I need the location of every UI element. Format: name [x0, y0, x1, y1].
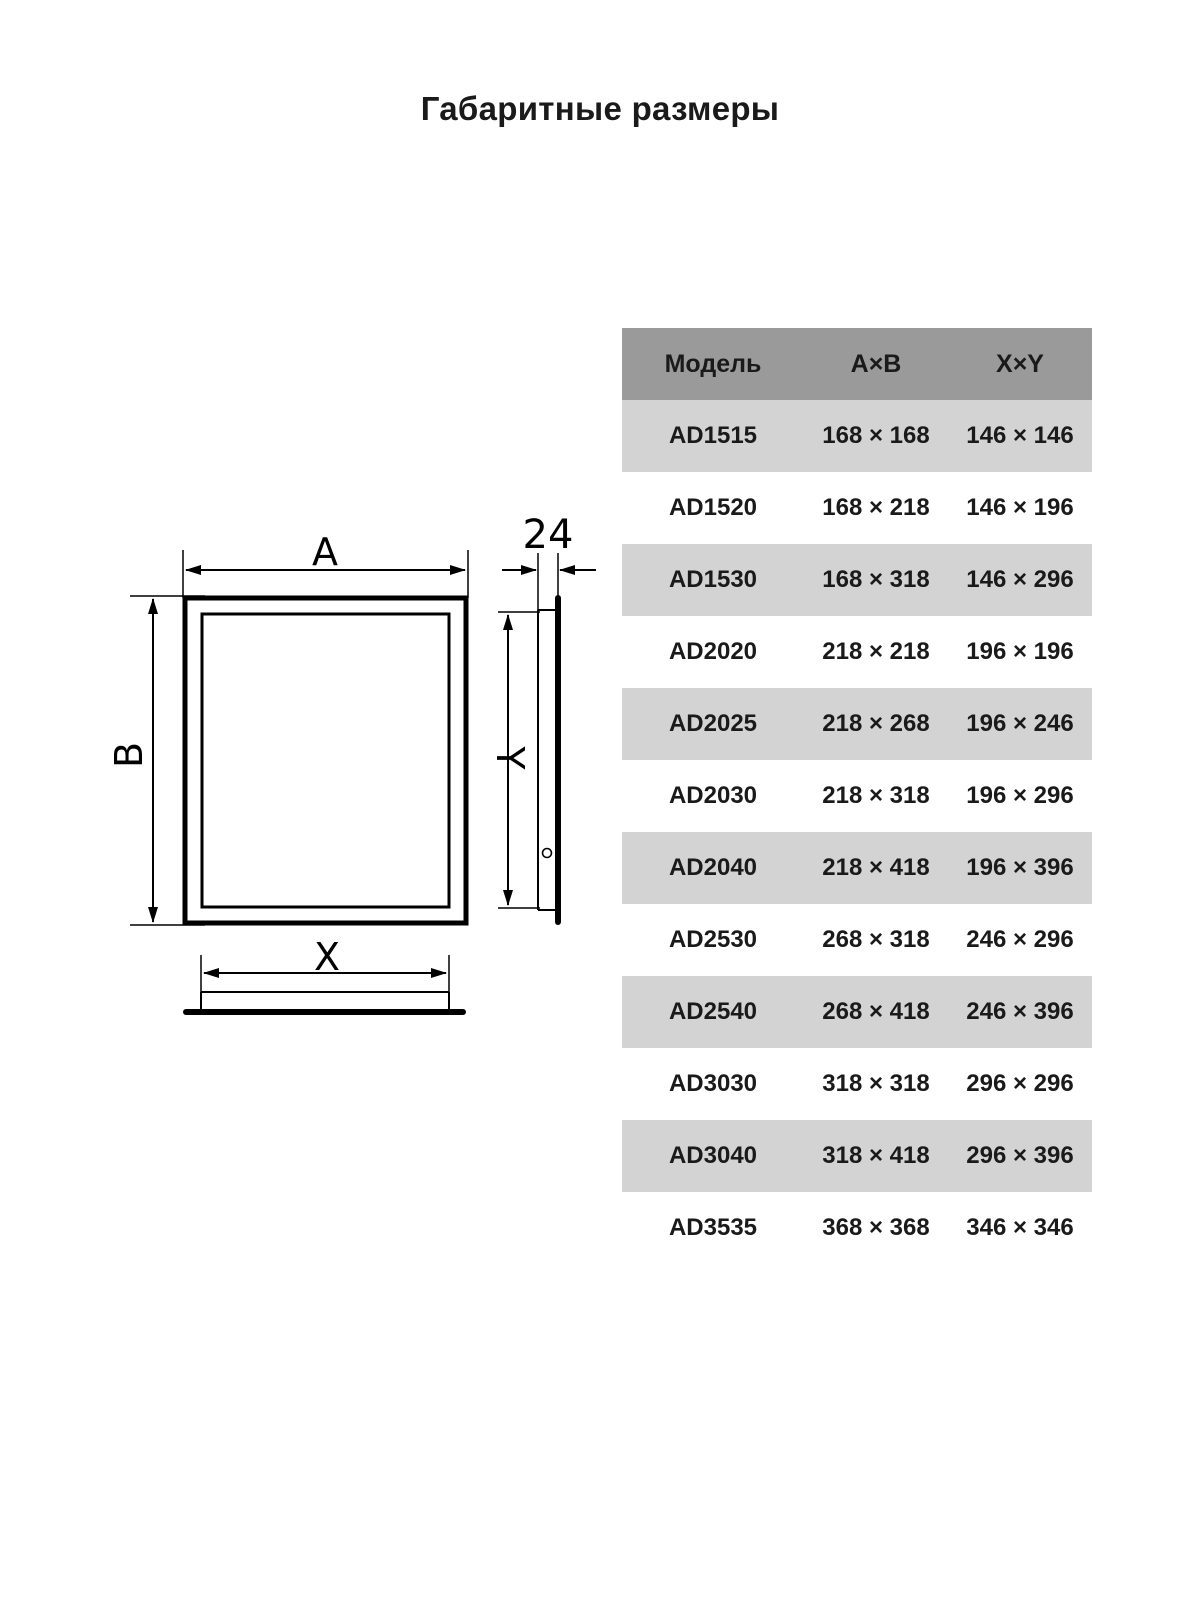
- table-row: AD1530 168 × 318 146 × 296: [622, 544, 1092, 616]
- label-y: Y: [488, 745, 532, 770]
- table-row: AD3040 318 × 418 296 × 396: [622, 1120, 1092, 1192]
- cell-ab: 168 × 218: [804, 472, 948, 544]
- cell-ab: 168 × 168: [804, 400, 948, 472]
- cell-xy: 146 × 296: [948, 544, 1092, 616]
- cell-xy: 296 × 296: [948, 1048, 1092, 1120]
- table-row: AD2040 218 × 418 196 × 396: [622, 832, 1092, 904]
- dimension-b: B: [107, 595, 205, 926]
- dimension-x: X: [200, 935, 450, 992]
- table-row: AD2530 268 × 318 246 × 296: [622, 904, 1092, 976]
- cell-model: AD2040: [622, 832, 804, 904]
- table-row: AD3535 368 × 368 346 × 346: [622, 1192, 1092, 1264]
- dimension-a: A: [182, 530, 469, 598]
- table-row: AD2020 218 × 218 196 × 196: [622, 616, 1092, 688]
- cell-model: AD3535: [622, 1192, 804, 1264]
- table-row: AD2030 218 × 318 196 × 296: [622, 760, 1092, 832]
- label-b: B: [107, 742, 151, 768]
- header-xy: X×Y: [948, 328, 1092, 400]
- cell-xy: 196 × 246: [948, 688, 1092, 760]
- cell-model: AD1520: [622, 472, 804, 544]
- cell-ab: 218 × 218: [804, 616, 948, 688]
- inner-panel: [200, 612, 451, 909]
- dimensions-table: Модель A×B X×Y AD1515 168 × 168 146 × 14…: [622, 328, 1092, 1264]
- cell-ab: 268 × 318: [804, 904, 948, 976]
- cell-xy: 146 × 196: [948, 472, 1092, 544]
- cell-xy: 246 × 296: [948, 904, 1092, 976]
- front-view: [182, 595, 469, 926]
- cell-model: AD2020: [622, 616, 804, 688]
- cell-xy: 296 × 396: [948, 1120, 1092, 1192]
- cell-model: AD1530: [622, 544, 804, 616]
- cell-model: AD3030: [622, 1048, 804, 1120]
- label-depth: 24: [523, 512, 574, 558]
- cell-ab: 368 × 368: [804, 1192, 948, 1264]
- cell-ab: 318 × 318: [804, 1048, 948, 1120]
- label-a: A: [312, 530, 338, 574]
- cell-model: AD3040: [622, 1120, 804, 1192]
- dimension-y: Y: [488, 611, 540, 909]
- cell-model: AD2540: [622, 976, 804, 1048]
- table-header-row: Модель A×B X×Y: [622, 328, 1092, 400]
- cell-xy: 346 × 346: [948, 1192, 1092, 1264]
- header-ab: A×B: [804, 328, 948, 400]
- table-row: AD1515 168 × 168 146 × 146: [622, 400, 1092, 472]
- cell-ab: 318 × 418: [804, 1120, 948, 1192]
- dimension-depth: 24: [502, 512, 596, 610]
- cell-xy: 196 × 296: [948, 760, 1092, 832]
- header-model: Модель: [622, 328, 804, 400]
- cell-ab: 168 × 318: [804, 544, 948, 616]
- cell-ab: 218 × 418: [804, 832, 948, 904]
- cell-model: AD1515: [622, 400, 804, 472]
- table-row: AD2540 268 × 418 246 × 396: [622, 976, 1092, 1048]
- cell-xy: 146 × 146: [948, 400, 1092, 472]
- cell-ab: 218 × 268: [804, 688, 948, 760]
- side-view: [537, 595, 561, 925]
- outer-frame: [182, 595, 469, 926]
- cell-ab: 218 × 318: [804, 760, 948, 832]
- cell-model: AD2025: [622, 688, 804, 760]
- table-row: AD3030 318 × 318 296 × 296: [622, 1048, 1092, 1120]
- label-x: X: [314, 935, 340, 979]
- cell-ab: 268 × 418: [804, 976, 948, 1048]
- bottom-view: [183, 991, 466, 1015]
- page-title: Габаритные размеры: [420, 90, 780, 127]
- cell-model: AD2030: [622, 760, 804, 832]
- table-row: AD1520 168 × 218 146 × 196: [622, 472, 1092, 544]
- cell-xy: 246 × 396: [948, 976, 1092, 1048]
- cell-xy: 196 × 396: [948, 832, 1092, 904]
- table-row: AD2025 218 × 268 196 × 246: [622, 688, 1092, 760]
- cell-model: AD2530: [622, 904, 804, 976]
- cell-xy: 196 × 196: [948, 616, 1092, 688]
- latch-circle: [541, 847, 553, 859]
